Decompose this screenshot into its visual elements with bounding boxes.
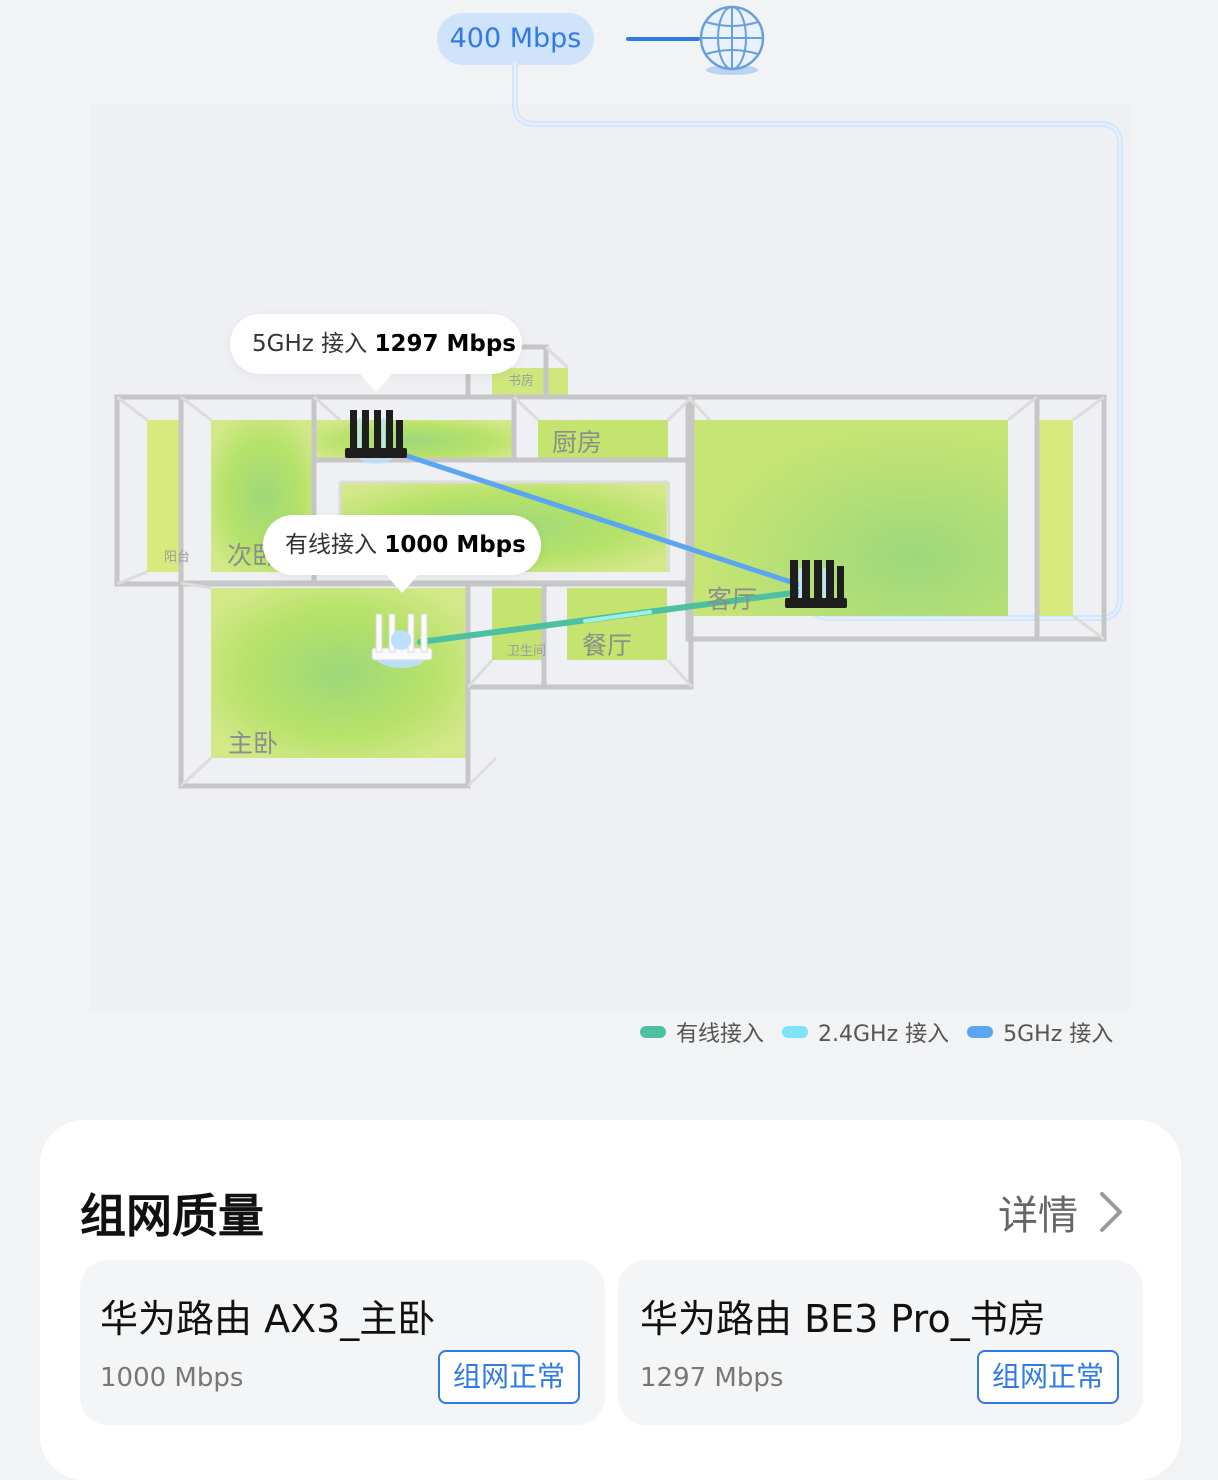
room-kitchen xyxy=(538,420,668,460)
details-label: 详情 xyxy=(998,1193,1078,1239)
room-label-dining-room: 餐厅 xyxy=(582,631,633,660)
node-name: 华为路由 AX3_主卧 xyxy=(100,1297,436,1341)
room-label-balcony: 阳台 xyxy=(164,550,191,565)
room-label-master-bedroom: 主卧 xyxy=(228,729,279,758)
tooltip-speed: 1297 Mbps xyxy=(374,331,516,357)
link-5ghz xyxy=(392,449,803,588)
tooltip-router-master: 有线接入 1000 Mbps xyxy=(263,515,541,593)
legend-5ghz: 5GHz 接入 xyxy=(967,1016,1113,1048)
room-label-study: 书房 xyxy=(508,374,535,389)
room-label-living-room: 客厅 xyxy=(707,585,758,614)
router-main-icon xyxy=(785,560,847,608)
floor-plan xyxy=(114,62,1123,789)
room-balcony-left xyxy=(147,420,182,572)
chevron-right-icon xyxy=(1100,1192,1122,1232)
legend-24ghz: 2.4GHz 接入 xyxy=(782,1016,949,1048)
router-master-icon xyxy=(371,613,433,668)
tooltip-speed: 1000 Mbps xyxy=(384,532,526,558)
internet-connector xyxy=(626,37,700,41)
room-study xyxy=(492,368,568,398)
legend-swatch-wired xyxy=(640,1026,666,1038)
tooltip-label: 有线接入 xyxy=(285,532,377,558)
tooltip-router-study: 5GHz 接入 1297 Mbps xyxy=(230,314,522,392)
room-label-kitchen: 厨房 xyxy=(552,428,603,457)
node-card-ax3[interactable]: 华为路由 AX3_主卧 1000 Mbps 组网正常 xyxy=(80,1260,605,1425)
connection-legend: 有线接入 2.4GHz 接入 5GHz 接入 xyxy=(640,1017,1113,1047)
node-speed: 1297 Mbps xyxy=(640,1363,784,1393)
room-dining xyxy=(567,588,667,660)
node-speed: 1000 Mbps xyxy=(100,1363,244,1393)
node-name: 华为路由 BE3 Pro_书房 xyxy=(640,1297,1046,1341)
room-label-bathroom: 卫生间 xyxy=(507,644,547,659)
legend-wired: 有线接入 xyxy=(640,1016,764,1048)
internet-speed-pill[interactable]: 400 Mbps xyxy=(437,13,594,65)
legend-label: 有线接入 xyxy=(676,1022,765,1047)
network-quality-title: 组网质量 xyxy=(80,1189,264,1243)
legend-swatch-24ghz xyxy=(782,1026,809,1038)
details-link[interactable]: 详情 xyxy=(998,1183,1126,1241)
status-badge: 组网正常 xyxy=(977,1350,1119,1404)
legend-swatch-5ghz xyxy=(967,1026,994,1038)
node-card-be3pro[interactable]: 华为路由 BE3 Pro_书房 1297 Mbps 组网正常 xyxy=(618,1260,1143,1425)
status-badge: 组网正常 xyxy=(438,1350,580,1404)
legend-label: 5GHz 接入 xyxy=(1003,1022,1114,1047)
room-living xyxy=(693,420,1008,616)
router-study-icon xyxy=(345,410,407,464)
legend-label: 2.4GHz 接入 xyxy=(818,1022,950,1047)
tooltip-label: 5GHz 接入 xyxy=(252,331,368,357)
globe-icon[interactable] xyxy=(697,4,767,78)
